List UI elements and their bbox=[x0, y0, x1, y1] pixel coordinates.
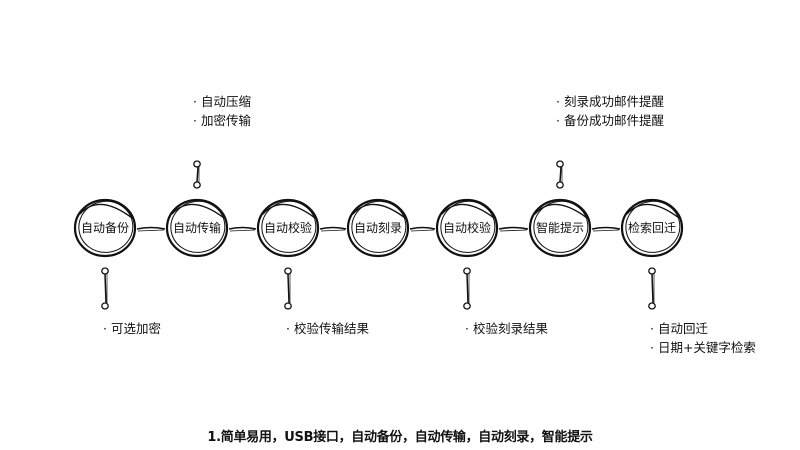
top-callout-1: · 刻录成功邮件提醒 · 备份成功邮件提醒 bbox=[556, 94, 664, 189]
connector-0 bbox=[136, 226, 166, 232]
step-label-5: 智能提示 bbox=[536, 220, 584, 235]
step-node-2: 自动校验 bbox=[256, 198, 320, 258]
step-node-6: 检索回迁 bbox=[620, 198, 684, 258]
bottom-callout-3: · 自动回迁 · 日期+关键字检索 bbox=[648, 267, 756, 355]
note-item: · 校验刻录结果 bbox=[465, 321, 548, 336]
note-item: · 校验传输结果 bbox=[286, 321, 369, 336]
connector-dot bbox=[648, 267, 656, 275]
bottom-callout-1: · 校验传输结果 bbox=[284, 267, 369, 336]
step-node-5: 智能提示 bbox=[528, 198, 592, 258]
connector-dot bbox=[556, 160, 564, 168]
connector-dot bbox=[556, 181, 564, 189]
connector-dot bbox=[193, 160, 201, 168]
note-item: · 日期+关键字检索 bbox=[650, 340, 756, 355]
connector-dot bbox=[463, 267, 471, 275]
note-item: · 自动压缩 bbox=[193, 94, 251, 109]
connector-lines bbox=[136, 226, 621, 232]
step-node-3: 自动刻录 bbox=[346, 198, 410, 258]
note-item: · 可选加密 bbox=[103, 321, 161, 336]
connector-2 bbox=[319, 226, 347, 232]
connector-dot bbox=[284, 267, 292, 275]
step-label-0: 自动备份 bbox=[81, 221, 129, 235]
step-label-4: 自动校验 bbox=[443, 220, 491, 235]
step-nodes: 自动备份 自动传输 自动校验 自动刻录 自动校验 智能提示 检索回迁 bbox=[73, 198, 684, 258]
connector-1 bbox=[228, 226, 257, 232]
step-label-3: 自动刻录 bbox=[354, 221, 402, 235]
callouts: · 自动压缩 · 加密传输 · 刻录成功邮件提醒 · 备份成功邮件提醒 · 可选加密 · … bbox=[101, 94, 756, 355]
bottom-callout-2: · 校验刻录结果 bbox=[463, 267, 548, 336]
step-node-1: 自动传输 bbox=[165, 198, 229, 258]
note-item: · 自动回迁 bbox=[650, 321, 708, 336]
connector-3 bbox=[409, 226, 436, 232]
step-label-2: 自动校验 bbox=[264, 220, 312, 235]
note-item: · 加密传输 bbox=[193, 113, 251, 128]
step-label-6: 检索回迁 bbox=[628, 220, 676, 235]
connector-dot bbox=[463, 302, 471, 310]
bottom-callout-0: · 可选加密 bbox=[101, 267, 161, 336]
caption: 1.简单易用，USB接口，自动备份，自动传输，自动刻录，智能提示 bbox=[207, 430, 593, 445]
step-node-0: 自动备份 bbox=[73, 198, 137, 258]
connector-dot bbox=[101, 267, 109, 275]
connector-5 bbox=[591, 226, 621, 232]
connector-dot bbox=[284, 302, 292, 310]
step-label-1: 自动传输 bbox=[173, 220, 221, 235]
connector-4 bbox=[498, 226, 529, 232]
note-item: · 备份成功邮件提醒 bbox=[556, 113, 664, 128]
step-node-4: 自动校验 bbox=[435, 198, 499, 258]
note-item: · 刻录成功邮件提醒 bbox=[556, 94, 664, 109]
connector-dot bbox=[101, 302, 109, 310]
top-callout-0: · 自动压缩 · 加密传输 bbox=[193, 94, 251, 189]
connector-dot bbox=[648, 302, 656, 310]
connector-dot bbox=[193, 181, 201, 189]
